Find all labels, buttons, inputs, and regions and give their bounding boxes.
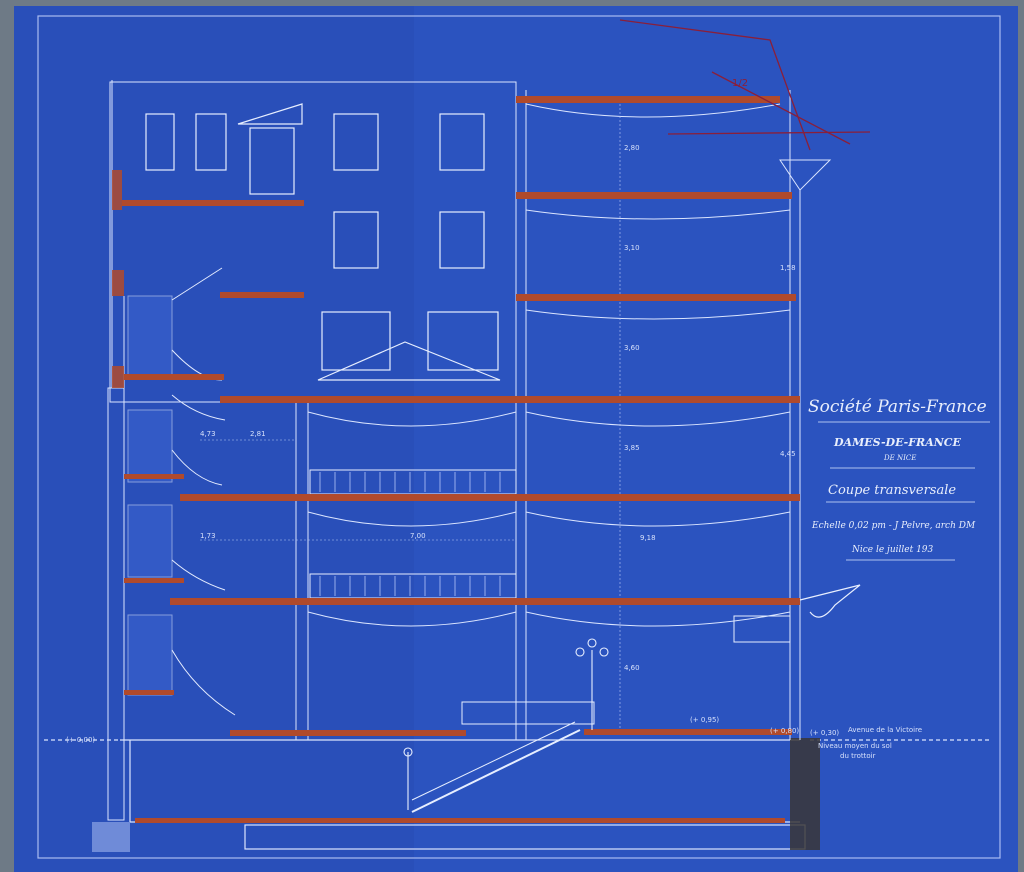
dimension-text: 9,18 bbox=[640, 534, 656, 542]
facade-windows bbox=[145, 103, 501, 381]
dimension-text: 3,60 bbox=[624, 344, 640, 352]
paper-shade bbox=[14, 6, 414, 872]
company-name: Société Paris-France bbox=[808, 397, 987, 417]
foundation-right bbox=[790, 738, 820, 850]
dimension-lines bbox=[200, 104, 621, 730]
roof-annotation bbox=[619, 19, 871, 151]
dimension-text: 1,73 bbox=[200, 532, 216, 540]
dimension-texts: 4,73 2,81 2,80 3,10 3,60 3,85 4,60 9,18 … bbox=[200, 144, 796, 672]
dimension-text: 2,81 bbox=[250, 430, 266, 438]
dimension-text: 7,00 bbox=[410, 532, 426, 540]
left-wall-hatch-2 bbox=[112, 270, 124, 296]
drawing-title: Coupe transversale bbox=[828, 483, 956, 498]
lamp-posts bbox=[403, 638, 609, 810]
dimension-text: 3,10 bbox=[624, 244, 640, 252]
level-mark: (+ 0,80) bbox=[770, 727, 799, 735]
level-mark: (+ 0,00) bbox=[66, 736, 95, 744]
cartouche: Société Paris-France DAMES-DE-FRANCE DE … bbox=[808, 397, 990, 561]
level-mark: (+ 0,95) bbox=[690, 716, 719, 724]
roof-annotation-mark: 1/2 bbox=[732, 78, 748, 89]
dimension-text: 3,85 bbox=[624, 444, 640, 452]
note-line-2: du trottoir bbox=[840, 752, 876, 760]
note-line-1: Niveau moyen du sol bbox=[818, 742, 892, 750]
city-name: DE NICE bbox=[883, 454, 916, 462]
dimension-text: 1,58 bbox=[780, 264, 796, 272]
scale-note: Echelle 0,02 pm - J Pelvre, arch DM bbox=[811, 521, 976, 531]
date-note: Nice le juillet 193 bbox=[851, 545, 934, 555]
store-name: DAMES-DE-FRANCE bbox=[833, 436, 962, 449]
level-mark: (+ 0,30) bbox=[810, 729, 839, 737]
dimension-text: 2,80 bbox=[624, 144, 640, 152]
street-label: Avenue de la Victoire bbox=[848, 726, 922, 734]
floor-slabs bbox=[122, 96, 800, 736]
dimension-text: 4,60 bbox=[624, 664, 640, 672]
dimension-text: 4,45 bbox=[780, 450, 796, 458]
left-wall-hatch bbox=[112, 170, 122, 210]
dimension-text: 4,73 bbox=[200, 430, 216, 438]
slab-basement bbox=[135, 818, 785, 823]
galleries bbox=[309, 469, 791, 813]
foundation-left bbox=[92, 822, 130, 852]
canopy-bracket bbox=[799, 584, 861, 618]
left-wall-hatch-3 bbox=[112, 366, 124, 388]
cornice bbox=[779, 159, 832, 191]
gallery-balusters bbox=[319, 472, 501, 596]
level-marks: (+ 0,00) (+ 0,95) (+ 0,30) (+ 0,80) bbox=[66, 716, 839, 744]
sheet-border bbox=[37, 15, 1001, 859]
stair-flights bbox=[127, 267, 236, 716]
